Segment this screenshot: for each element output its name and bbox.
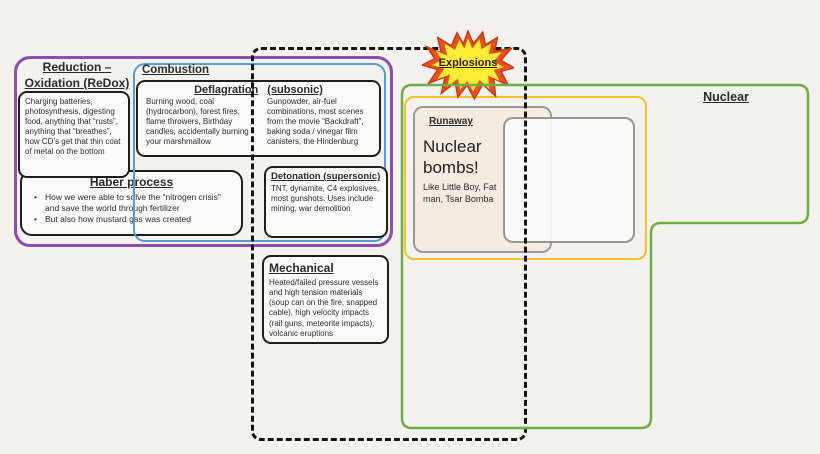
haber-title: Haber process (89, 175, 174, 189)
explosion-starburst (422, 30, 514, 100)
redox-examples-text: Charging batteries, photosynthesis, dige… (25, 97, 121, 157)
explosion-star-inner (432, 38, 504, 92)
combustion-set-outline (133, 63, 386, 242)
deflagration-box: Deflagration (subsonic) Burning wood, coa… (136, 80, 381, 157)
redox-examples-box: Charging batteries, photosynthesis, dige… (18, 91, 130, 178)
combustion-title: Combustion (142, 64, 210, 76)
haber-bullet-list: How we were able to solve the “nitrogen … (28, 192, 235, 226)
mechanical-text: Heated/failed pressure vessels and high … (269, 278, 379, 338)
mechanical-box: Mechanical Heated/failed pressure vessel… (262, 255, 389, 344)
mechanical-title: Mechanical (269, 261, 334, 275)
deflagration-title-subsonic: (subsonic) (267, 84, 323, 96)
redox-title-line2: Oxidation (ReDox) (24, 76, 130, 90)
haber-bullet-2: But also how mustard gas was created (34, 214, 235, 225)
detonation-box: Detonation (supersonic) TNT, dynamite, C… (264, 166, 388, 238)
nuclear-title: Nuclear (703, 90, 749, 104)
deflagration-columns: Burning wood, coal (hydrocarbon), forest… (138, 97, 379, 147)
deflagration-title-word: Deflagration (194, 84, 259, 96)
deflagration-title: Deflagration (subsonic) (138, 84, 379, 96)
redox-title: Reduction – Oxidation (ReDox) (16, 59, 138, 91)
deflagration-nonexplosive-text: Burning wood, coal (hydrocarbon), forest… (146, 97, 249, 146)
redox-title-line1: Reduction – (42, 60, 112, 74)
explosions-set-outline (251, 47, 527, 441)
detonation-title: Detonation (supersonic) (271, 171, 381, 182)
haber-process-box: Haber process How we were able to solve … (20, 170, 243, 236)
detonation-text: TNT, dynamite, C4 explosives, most gunsh… (271, 184, 380, 214)
explosions-label: Explosions (438, 57, 498, 69)
redox-set-outline (14, 56, 393, 247)
haber-bullet-1: How we were able to solve the “nitrogen … (34, 192, 235, 214)
deflagration-explosive-text: Gunpowder, air-fuel combinations, most s… (267, 97, 364, 146)
